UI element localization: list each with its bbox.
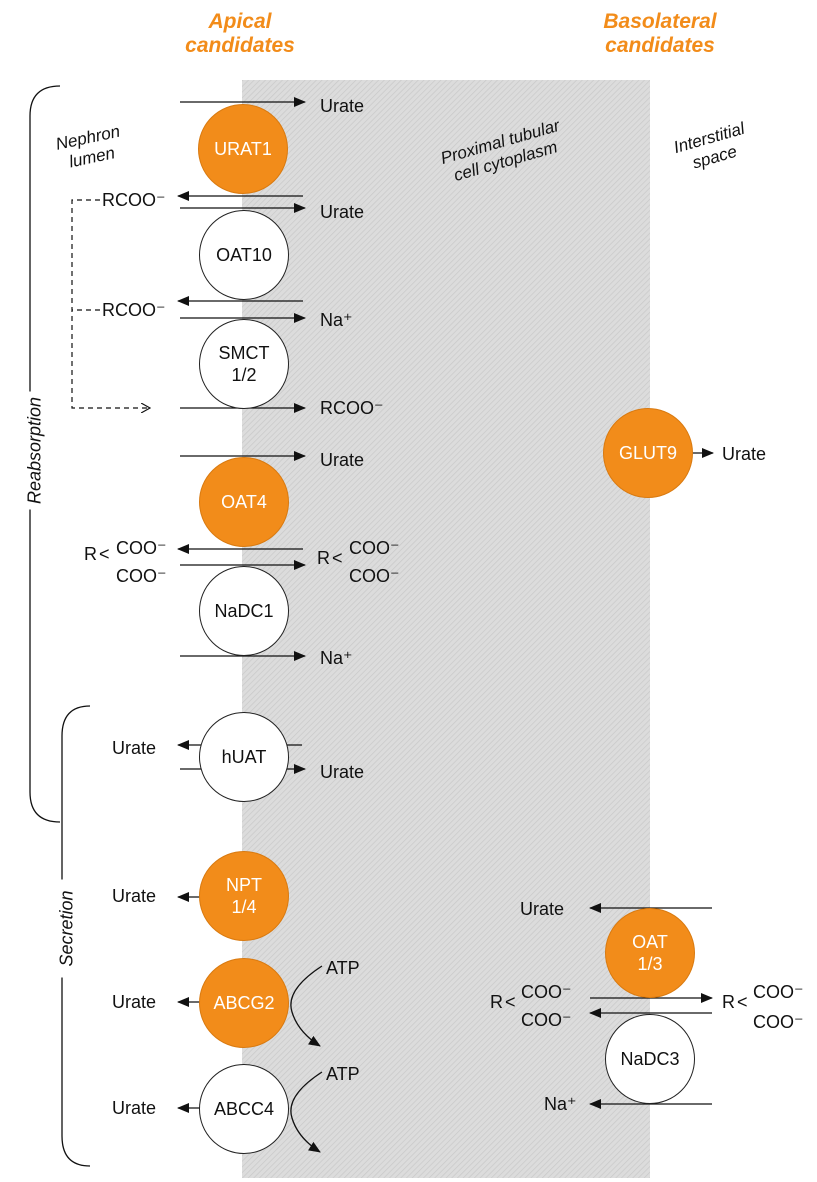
cyto-dicarb2-coo-2: COO⁻	[521, 1010, 572, 1030]
transporter-oat13: OAT 1/3	[605, 908, 695, 998]
lumen-dicarb-bracket: <	[99, 544, 110, 564]
glut9-urate-label: Urate	[722, 444, 767, 464]
transporter-huat: hUAT	[199, 712, 289, 802]
transporter-abcg2: ABCG2	[199, 958, 289, 1048]
transporter-oat13-label: OAT 1/3	[632, 932, 668, 974]
cyto-dicarb2-r: R	[490, 992, 503, 1012]
smct-na-label: Na⁺	[320, 310, 353, 330]
abcc4-atp-curve	[290, 1071, 323, 1153]
cyto-dicarb-r: R	[317, 548, 330, 568]
huat-urate-out-label: Urate	[112, 738, 157, 758]
cyto-dicarb2-coo-1: COO⁻	[521, 982, 572, 1002]
abcc4-atp-label: ATP	[326, 1064, 360, 1084]
abcg2-atp-label: ATP	[326, 958, 360, 978]
inter-dicarb-coo-1: COO⁻	[753, 982, 804, 1002]
transporter-urat1: URAT1	[198, 104, 288, 194]
transporter-smct-label: SMCT 1/2	[218, 343, 270, 385]
abcc4-urate-label: Urate	[112, 1098, 157, 1118]
transporter-nadc1-label: NaDC1	[214, 601, 274, 621]
oat4-urate-label: Urate	[320, 450, 365, 470]
transporter-urat1-label: URAT1	[214, 139, 272, 159]
transporter-nadc3-label: NaDC3	[620, 1049, 680, 1069]
rcoo-recycle-dashed	[71, 199, 150, 408]
lumen-dicarb-coo-2: COO⁻	[116, 566, 167, 586]
cyto-dicarb-coo-2: COO⁻	[349, 566, 400, 586]
abcg2-atp-curve	[290, 965, 323, 1047]
basolateral-header: Basolateral candidates	[603, 10, 717, 57]
inter-dicarb-r: R	[722, 992, 735, 1012]
transporter-abcg2-label: ABCG2	[213, 993, 275, 1013]
huat-urate-in-label: Urate	[320, 762, 365, 782]
urat1-urate-label: Urate	[320, 96, 365, 116]
reabsorption-label: Reabsorption	[24, 391, 46, 510]
oat10-rcoo-label: RCOO⁻	[102, 300, 166, 320]
transporter-oat4-label: OAT4	[221, 492, 267, 512]
inter-dicarb-bracket: <	[737, 992, 748, 1012]
transporter-smct: SMCT 1/2	[199, 319, 289, 409]
abcg2-urate-label: Urate	[112, 992, 157, 1012]
lumen-dicarb-coo-1: COO⁻	[116, 538, 167, 558]
cyto-dicarb2-bracket: <	[505, 992, 516, 1012]
transporter-oat4: OAT4	[199, 457, 289, 547]
oat10-urate-label: Urate	[320, 202, 365, 222]
smct-rcoo-label: RCOO⁻	[320, 398, 384, 418]
cytoplasm-band	[242, 80, 650, 1178]
transporter-oat10: OAT10	[199, 210, 289, 300]
cyto-dicarb-bracket: <	[332, 548, 343, 568]
lumen-dicarb-r: R	[84, 544, 97, 564]
secretion-label: Secretion	[56, 879, 78, 978]
transporter-abcc4: ABCC4	[199, 1064, 289, 1154]
transporter-glut9-label: GLUT9	[618, 443, 678, 463]
transporter-npt: NPT 1/4	[199, 851, 289, 941]
transporter-nadc1: NaDC1	[199, 566, 289, 656]
transporter-huat-label: hUAT	[221, 747, 267, 767]
cyto-dicarb-coo-1: COO⁻	[349, 538, 400, 558]
inter-dicarb-coo-2: COO⁻	[753, 1012, 804, 1032]
transporter-npt-label: NPT 1/4	[226, 875, 262, 917]
nadc1-na-label: Na⁺	[320, 648, 353, 668]
transporter-nadc3: NaDC3	[605, 1014, 695, 1104]
npt-urate-label: Urate	[112, 886, 157, 906]
oat13-urate-label: Urate	[520, 899, 565, 919]
transporter-abcc4-label: ABCC4	[213, 1099, 275, 1119]
nadc3-na-label: Na⁺	[544, 1094, 577, 1114]
transporter-glut9: GLUT9	[603, 408, 693, 498]
apical-header: Apical candidates	[185, 10, 295, 57]
urat1-rcoo-label: RCOO⁻	[102, 190, 166, 210]
transporter-oat10-label: OAT10	[216, 245, 272, 265]
